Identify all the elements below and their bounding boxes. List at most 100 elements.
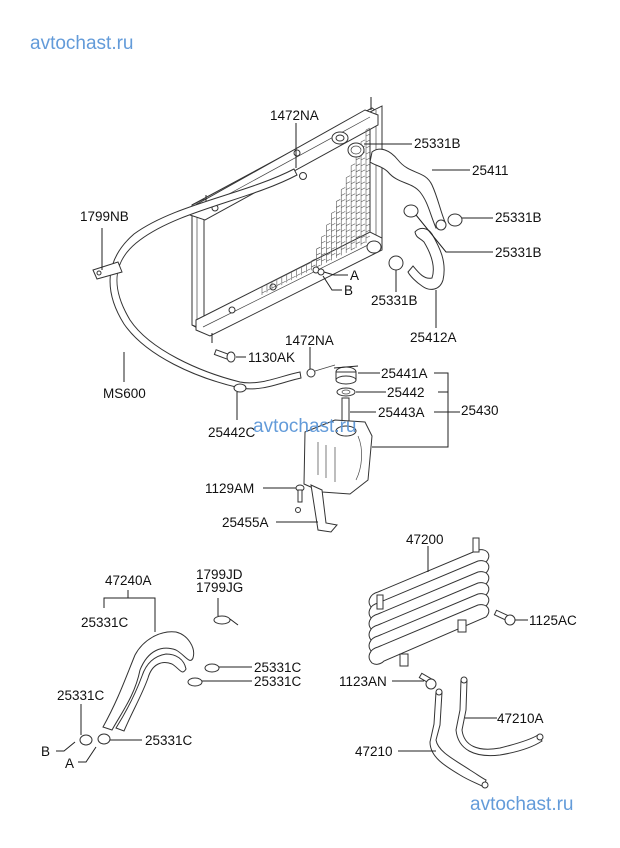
label-1130AK[interactable]: 1130AK [248, 350, 295, 365]
leader-lines [56, 123, 528, 763]
reservoir-tank[interactable] [303, 365, 373, 495]
radiator-fin-tick [336, 247, 341, 250]
label-1125AC[interactable]: 1125AC [529, 613, 577, 628]
bolt-1123AN[interactable] [418, 672, 437, 690]
label-25411[interactable]: 25411 [472, 163, 509, 178]
label-25331B[interactable]: 25331B [495, 245, 542, 260]
label-1799NB[interactable]: 1799NB [80, 209, 129, 224]
radiator-fin-tick [336, 253, 341, 256]
label-25455A[interactable]: 25455A [222, 515, 269, 530]
label-25331C[interactable]: 25331C [57, 688, 105, 703]
radiator-fin-tick [301, 264, 306, 268]
radiator-fin-tick [360, 235, 366, 239]
radiator-fin-tick [311, 264, 316, 268]
label-25441A[interactable]: 25441A [381, 366, 428, 381]
label-1799JG[interactable]: 1799JG [196, 580, 243, 595]
radiator-fin-tick [326, 246, 331, 250]
label-25442C[interactable]: 25442C [208, 425, 256, 440]
label-25442[interactable]: 25442 [387, 385, 425, 400]
label-25331C[interactable]: 25331C [254, 660, 302, 675]
clamp-25331C-a[interactable] [97, 733, 111, 745]
watermark: avtochast.ru [470, 794, 574, 815]
overflow-hose-ms600[interactable] [109, 168, 302, 390]
radiator-fin-tick [326, 222, 331, 226]
radiator-fin-tick [331, 253, 336, 256]
bolt-1125AC[interactable] [493, 609, 516, 626]
radiator-fin-tick [326, 234, 331, 238]
label-25331B[interactable]: 25331B [414, 136, 461, 151]
clamp-25331C-r1[interactable] [204, 663, 220, 673]
label-25331C[interactable]: 25331C [254, 674, 302, 689]
radiator-fin-tick [341, 247, 346, 250]
radiator-fin-tick [316, 258, 321, 262]
radiator-fin-tick [351, 247, 356, 250]
radiator-fin-tick [360, 241, 366, 245]
label-47240A[interactable]: 47240A [105, 573, 152, 588]
radiator-fin-tick [351, 163, 356, 166]
label-25430[interactable]: 25430 [461, 403, 499, 418]
radiator-fin-tick [360, 205, 366, 209]
radiator-fin-tick [365, 163, 371, 167]
radiator-fin-tick [365, 133, 371, 137]
radiator-fin-tick [341, 193, 346, 196]
radiator-fins [261, 127, 371, 295]
radiator-fin-tick [351, 241, 356, 244]
radiator-fin-tick [316, 246, 321, 250]
radiator-fin-tick [351, 175, 356, 178]
clamp-1799JD[interactable] [213, 615, 231, 625]
hose-clamp-25331B-3[interactable] [403, 204, 419, 218]
bracket-25455A[interactable] [310, 484, 338, 533]
bolt-1130AK[interactable] [213, 349, 236, 363]
radiator-fin-tick [326, 240, 331, 244]
label-25331B[interactable]: 25331B [495, 210, 542, 225]
label-25331C[interactable]: 25331C [145, 733, 193, 748]
hose-clamp-25331B-4[interactable] [388, 255, 404, 271]
radiator-fin-tick [355, 223, 361, 227]
clamp-25442C[interactable] [233, 383, 247, 393]
oil-cooler-47200[interactable] [368, 549, 490, 665]
upper-hose-25411[interactable] [369, 148, 446, 229]
radiator-fin-tick [346, 187, 351, 190]
radiator-fin-tick [365, 151, 371, 155]
clamp-25331C-r2[interactable] [187, 677, 203, 687]
label-25412A[interactable]: 25412A [410, 330, 457, 345]
label-47210A[interactable]: 47210A [497, 711, 544, 726]
bolt-1129AM[interactable] [295, 484, 305, 503]
plug-1472NA[interactable] [306, 368, 316, 378]
label-1129AM[interactable]: 1129AM [205, 481, 254, 496]
radiator-fin-tick [311, 258, 316, 262]
radiator-fin-tick [321, 234, 326, 238]
lower-hose-25412A[interactable] [407, 227, 445, 290]
radiator-fin-tick [316, 264, 321, 268]
hose-47240A[interactable] [102, 631, 195, 731]
hose-clamp-25331B-2[interactable] [447, 213, 463, 227]
radiator-fin-tick [351, 223, 356, 226]
radiator-fin-tick [355, 157, 361, 161]
radiator-fin-tick [281, 274, 286, 278]
label-1472NA[interactable]: 1472NA [285, 333, 334, 348]
label-25331B[interactable]: 25331B [371, 293, 418, 308]
radiator-fin-tick [355, 193, 361, 197]
radiator-fin-tick [341, 223, 346, 226]
label-1472NA[interactable]: 1472NA [270, 108, 319, 123]
radiator-fin-tick [355, 175, 361, 179]
label-47210[interactable]: 47210 [355, 744, 393, 759]
radiator-fin-tick [261, 290, 267, 294]
radiator [189, 97, 383, 343]
hose-clamp-25331B[interactable] [347, 142, 365, 158]
radiator-fin-tick [341, 241, 346, 244]
radiator-fin-tick [336, 223, 341, 226]
label-25331C[interactable]: 25331C [81, 615, 129, 630]
label-47200[interactable]: 47200 [406, 532, 444, 547]
radiator-fin-tick [360, 157, 366, 161]
label-MS600[interactable]: MS600 [103, 386, 146, 401]
oil-line-47210[interactable] [429, 691, 487, 788]
radiator-fin-tick [341, 235, 346, 238]
label-1123AN[interactable]: 1123AN [339, 674, 387, 689]
label-25443A[interactable]: 25443A [378, 405, 425, 420]
radiator-fin-tick [326, 252, 331, 256]
radiator-fin-tick [365, 211, 371, 215]
clamp-25331C-b[interactable] [79, 734, 93, 746]
radiator-fin-tick [360, 217, 366, 221]
label-1799JD[interactable]: 1799JD [196, 567, 243, 582]
